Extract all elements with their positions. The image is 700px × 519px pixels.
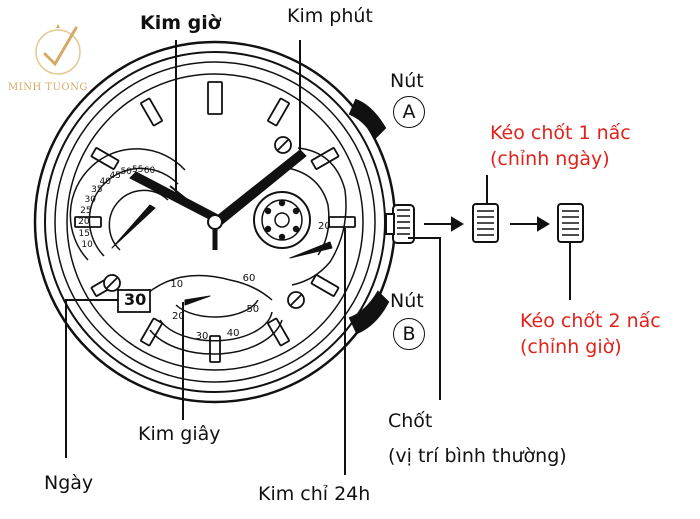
minute-hand-label: Kim phút [287,5,373,27]
bottom-subdial-number: 30 [195,331,209,343]
left-subdial-number: 55 [132,165,144,176]
hour-hand-label: Kim giờ [140,12,221,34]
hand-24h-label: Kim chỉ 24h [258,483,371,505]
button-b-label: Nút [390,290,424,312]
left-subdial-number: 25 [80,205,92,216]
left-subdial-number: 50 [120,166,132,177]
left-subdial-number: 10 [81,240,93,251]
hour-marker [267,317,290,347]
crown-label-line2: (vị trí bình thường) [388,445,567,467]
bottom-subdial-number: 10 [170,279,184,291]
bottom-subdial-number: 40 [226,328,240,340]
bottom-subdial-number: 60 [242,273,256,284]
left-subdial-number: 40 [99,176,111,187]
hour-marker [267,97,290,127]
crown-label-line1: Chốt [388,410,433,432]
pull-2-label-line2: (chỉnh giờ) [520,336,622,358]
hour-marker [74,216,102,228]
logo-text: MINH TUONG [8,82,88,93]
left-subdial-number: 35 [91,185,103,195]
hour-marker [310,274,340,297]
date-label: Ngày [44,472,94,494]
left-subdial-number: 60 [143,165,156,176]
date-window-number: 30 [124,290,147,309]
second-hand-label: Kim giây [138,423,221,445]
hour-marker [140,97,163,127]
right-subdial-number: 20 [318,221,331,232]
pull-2-label-line1: Kéo chốt 2 nấc [520,310,661,332]
button-a-marker: A [393,96,425,128]
left-subdial-number: 45 [109,170,121,181]
left-subdial-number: 30 [84,194,96,205]
hour-marker [90,147,120,170]
button-a-label: Nút [390,70,424,92]
pull-1-label-line1: Kéo chốt 1 nấc [490,122,631,144]
pull-1-label-line2: (chỉnh ngày) [490,148,610,170]
hour-marker [207,81,223,115]
hour-marker [209,335,221,363]
left-subdial-number: 15 [78,228,90,239]
button-b-marker: B [393,318,425,350]
bottom-subdial-number: 20 [172,310,185,322]
left-subdial-number: 20 [78,217,90,228]
hour-markers [74,81,356,363]
brand-logo-icon [35,24,81,75]
bottom-subdial-number: 50 [246,304,260,316]
